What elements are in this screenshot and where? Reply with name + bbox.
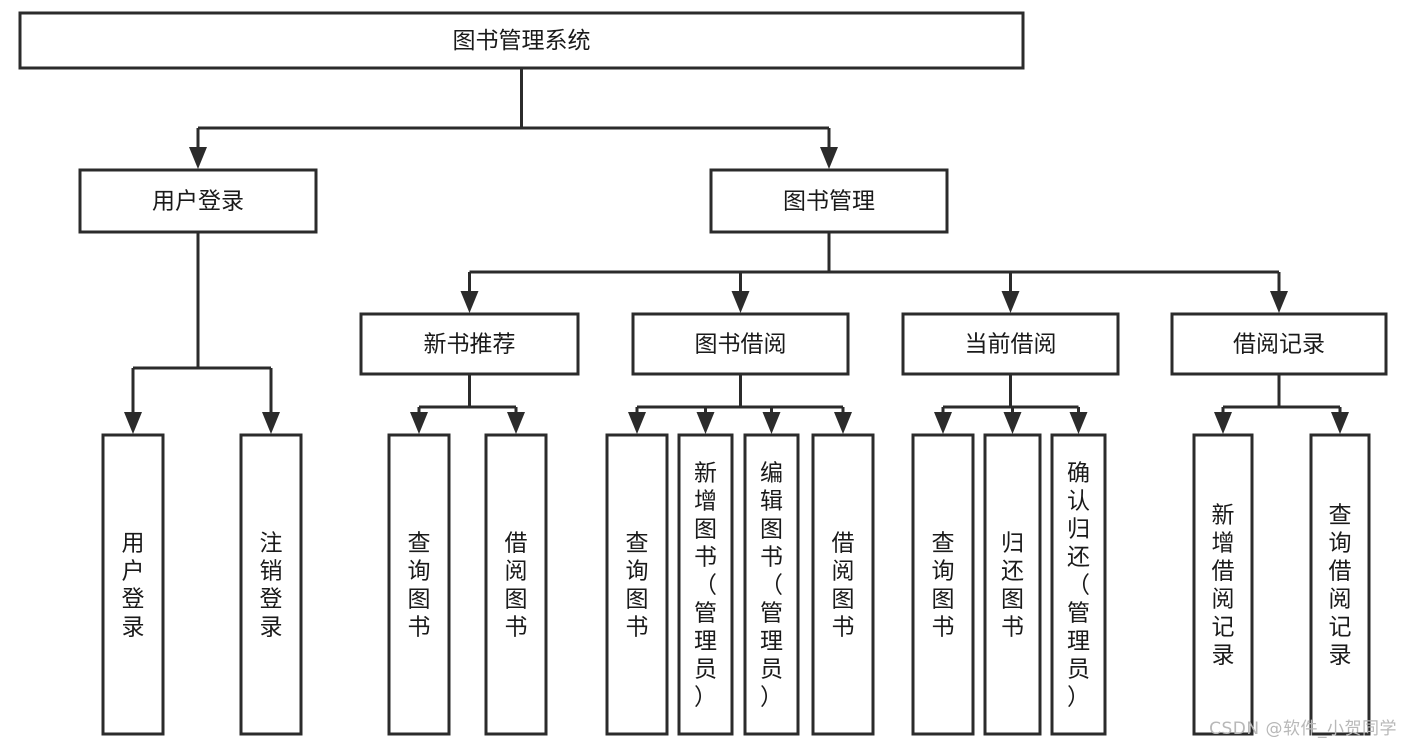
- node-rect[interactable]: [709, 168, 949, 234]
- node-rect[interactable]: [387, 433, 451, 736]
- leaf-leaf-query-book-1[interactable]: 查询图书: [387, 433, 451, 736]
- node-rect[interactable]: [484, 433, 548, 736]
- node-rect[interactable]: [631, 312, 850, 376]
- node-label: 查询借阅记录: [1329, 502, 1352, 668]
- node-label: 借阅图书: [505, 530, 528, 640]
- leaf-leaf-user-logout[interactable]: 注销登录: [239, 433, 303, 736]
- node-rect[interactable]: [239, 433, 303, 736]
- node-label: 编辑图书（管理员）: [760, 460, 783, 710]
- arrow-head: [696, 412, 715, 434]
- node-rect[interactable]: [101, 433, 165, 736]
- node-rect[interactable]: [1170, 312, 1388, 376]
- node-label: 注销登录: [260, 530, 283, 640]
- node-rect[interactable]: [78, 168, 318, 234]
- node-label: 图书管理: [783, 189, 875, 215]
- leaf-leaf-return-book[interactable]: 归还图书: [983, 433, 1042, 736]
- node-rect[interactable]: [811, 433, 875, 736]
- leaf-leaf-confirm-return-admin[interactable]: 确认归还（管理员）: [1050, 433, 1107, 736]
- node-rect[interactable]: [605, 433, 669, 736]
- arrow-head: [410, 412, 428, 434]
- arrow-head: [1003, 412, 1022, 434]
- node-rect[interactable]: [743, 433, 800, 736]
- leaf-leaf-query-book-3[interactable]: 查询图书: [911, 433, 975, 736]
- node-rect[interactable]: [1050, 433, 1107, 736]
- arrow-head: [124, 412, 142, 434]
- node-label: 新书推荐: [424, 332, 516, 358]
- leaf-leaf-query-book-2[interactable]: 查询图书: [605, 433, 669, 736]
- leaf-leaf-add-borrow-record[interactable]: 新增借阅记录: [1192, 433, 1254, 736]
- node-new-book-recommend[interactable]: 新书推荐: [359, 312, 580, 376]
- node-book-borrow[interactable]: 图书借阅: [631, 312, 850, 376]
- node-label: 归还图书: [1001, 530, 1024, 640]
- arrow-head: [731, 291, 750, 313]
- connector-layer: [124, 68, 1349, 434]
- node-label: 查询图书: [932, 530, 955, 640]
- node-book-manage[interactable]: 图书管理: [709, 168, 949, 234]
- node-label: 新增图书（管理员）: [694, 460, 717, 710]
- node-label: 用户登录: [152, 189, 244, 215]
- leaf-leaf-user-login[interactable]: 用户登录: [101, 433, 165, 736]
- node-label: 新增借阅记录: [1212, 502, 1235, 668]
- leaf-leaf-borrow-book-2[interactable]: 借阅图书: [811, 433, 875, 736]
- arrow-head: [1270, 291, 1288, 313]
- leaf-leaf-add-book-admin[interactable]: 新增图书（管理员）: [677, 433, 734, 736]
- node-label: 图书借阅: [695, 332, 787, 358]
- node-label: 查询图书: [408, 530, 431, 640]
- node-rect[interactable]: [359, 312, 580, 376]
- csdn-watermark: CSDN @软件_小贺同学: [1209, 719, 1397, 739]
- node-rect[interactable]: [1192, 433, 1254, 736]
- node-label: 确认归还（管理员）: [1067, 460, 1090, 710]
- arrow-head: [262, 412, 280, 434]
- node-label: 用户登录: [122, 530, 145, 640]
- node-label: 借阅图书: [832, 530, 855, 640]
- node-rect[interactable]: [677, 433, 734, 736]
- arrow-head: [1214, 412, 1232, 434]
- arrow-head: [934, 412, 952, 434]
- node-rect[interactable]: [911, 433, 975, 736]
- leaf-leaf-query-borrow-record[interactable]: 查询借阅记录: [1309, 433, 1371, 736]
- arrow-head: [628, 412, 646, 434]
- node-label: 图书管理系统: [453, 28, 591, 54]
- arrow-head: [507, 412, 525, 434]
- node-label: 当前借阅: [965, 332, 1057, 358]
- node-user-login[interactable]: 用户登录: [78, 168, 318, 234]
- node-label: 查询图书: [626, 530, 649, 640]
- arrow-head: [834, 412, 852, 434]
- node-rect[interactable]: [983, 433, 1042, 736]
- arrow-head: [1331, 412, 1349, 434]
- node-rect[interactable]: [1309, 433, 1371, 736]
- node-rect[interactable]: [18, 11, 1025, 70]
- arrow-head: [1001, 291, 1020, 313]
- node-current-borrow[interactable]: 当前借阅: [901, 312, 1120, 376]
- node-borrow-record[interactable]: 借阅记录: [1170, 312, 1388, 376]
- leaf-leaf-edit-book-admin[interactable]: 编辑图书（管理员）: [743, 433, 800, 736]
- arrow-head: [460, 291, 479, 313]
- arrow-head: [1069, 412, 1088, 434]
- arrow-head: [820, 147, 838, 169]
- arrow-head: [762, 412, 781, 434]
- node-root[interactable]: 图书管理系统: [18, 11, 1025, 70]
- node-label: 借阅记录: [1233, 332, 1325, 358]
- node-rect[interactable]: [901, 312, 1120, 376]
- arrow-head: [189, 147, 207, 169]
- node-layer: 图书管理系统用户登录图书管理新书推荐图书借阅当前借阅借阅记录用户登录注销登录查询…: [18, 11, 1388, 736]
- leaf-leaf-borrow-book-1[interactable]: 借阅图书: [484, 433, 548, 736]
